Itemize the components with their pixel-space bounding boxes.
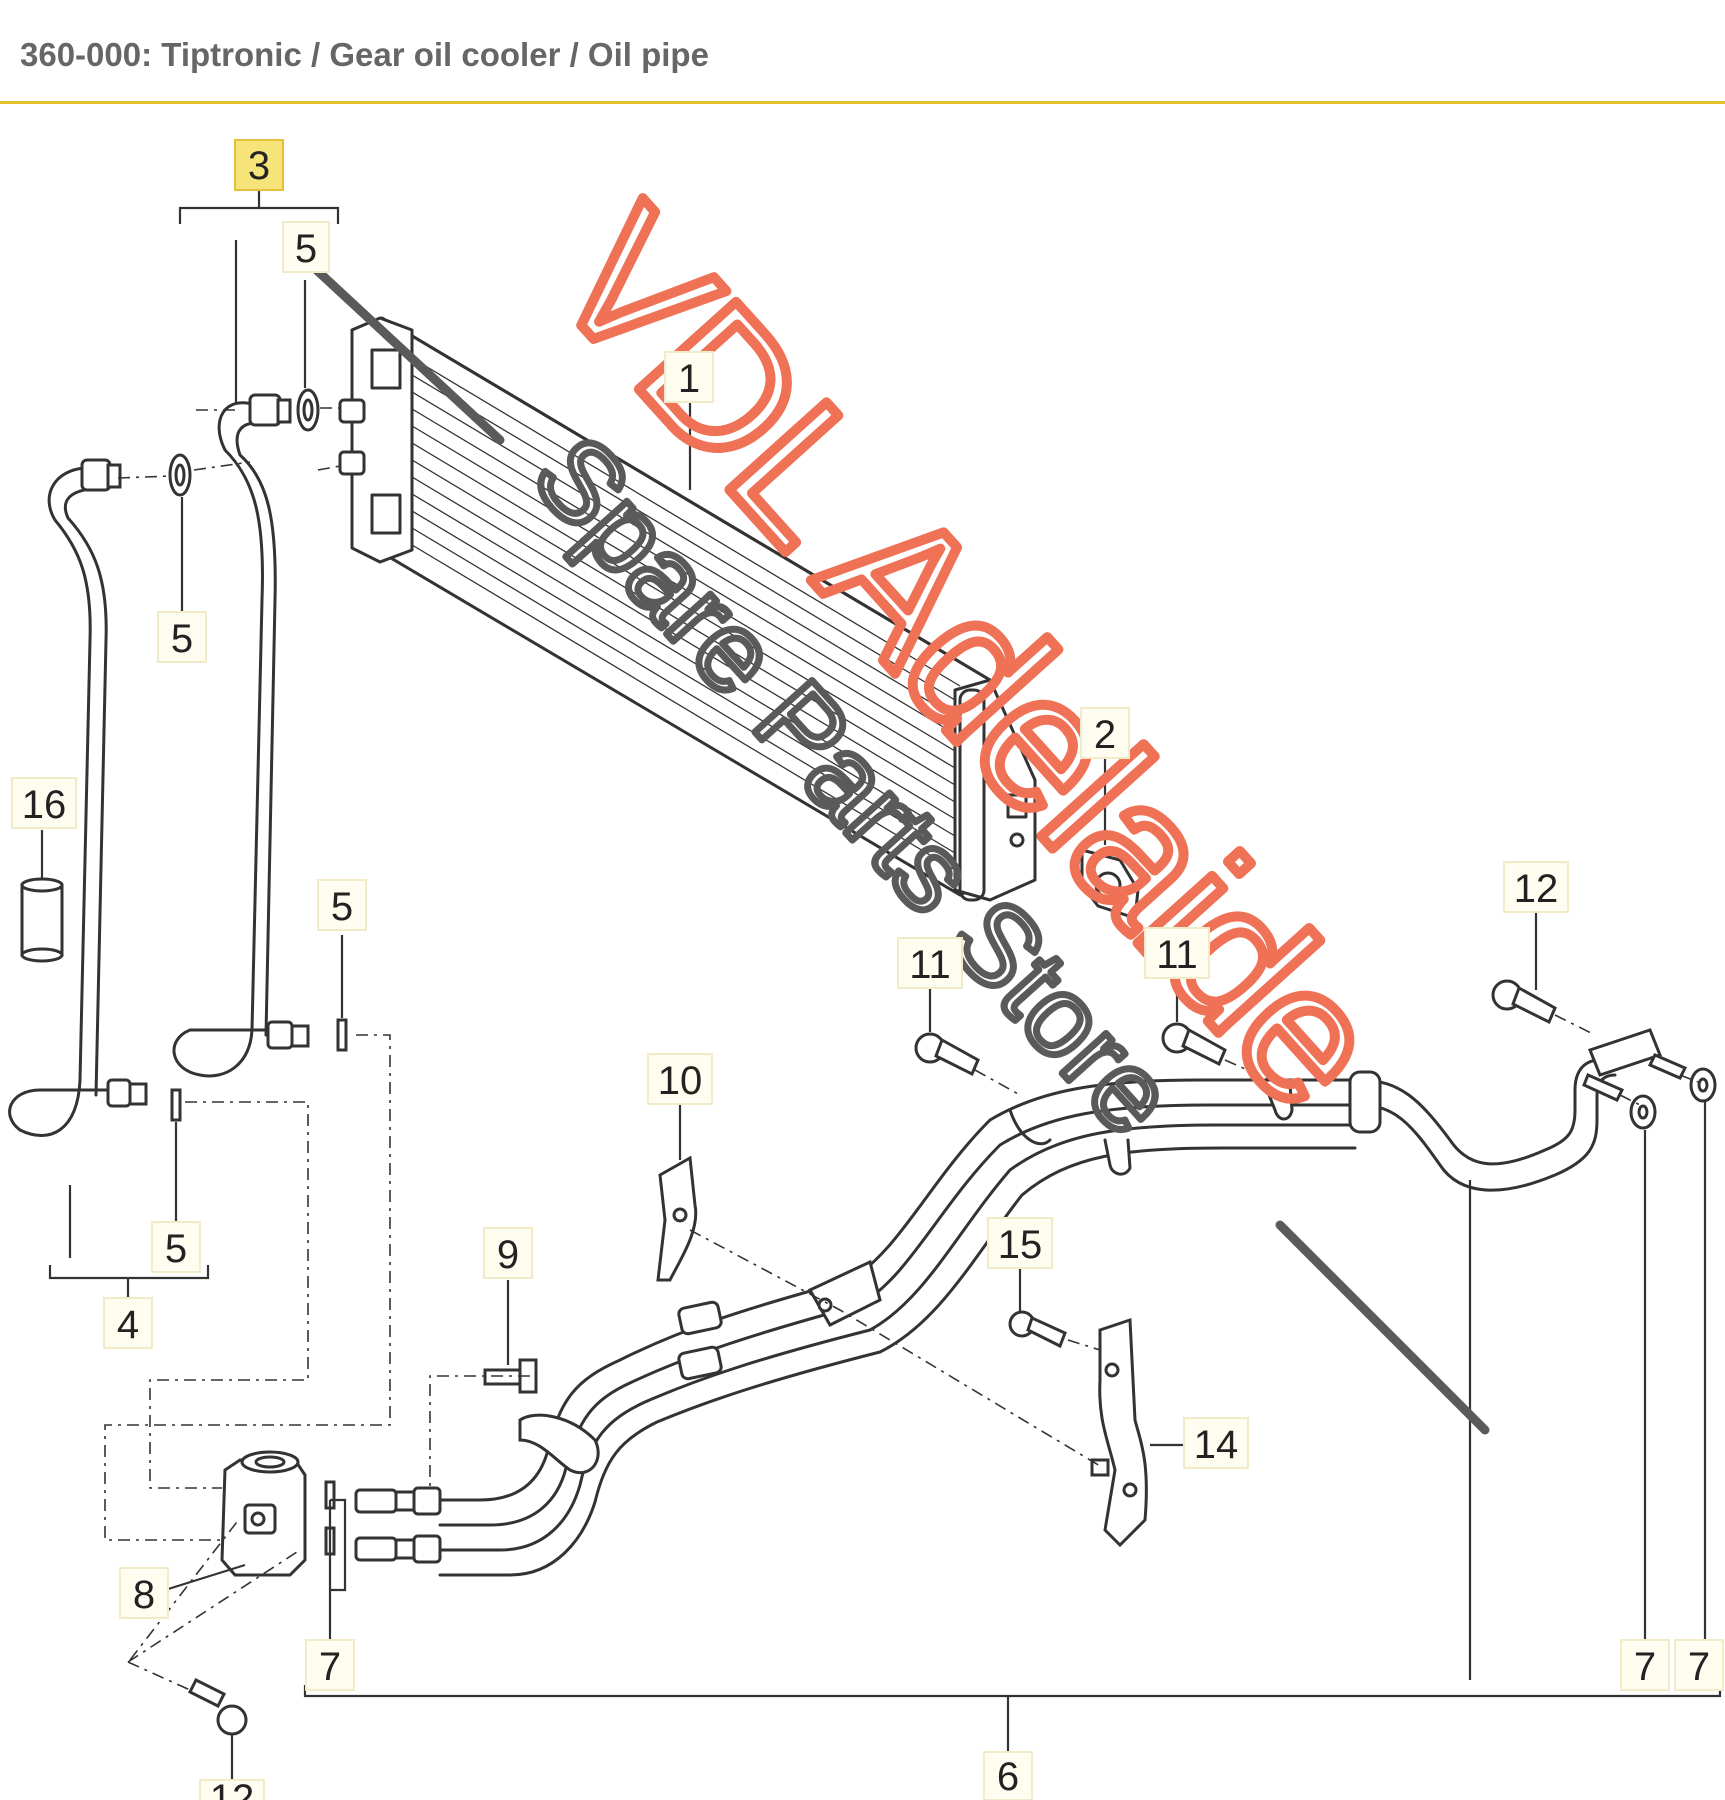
callout-5-low[interactable]: 5 (165, 1227, 187, 1271)
callout-8[interactable]: 8 (133, 1573, 155, 1617)
callout-7-left[interactable]: 7 (319, 1645, 341, 1689)
oil-pipe-lower (354, 1028, 1662, 1577)
callout-5-top[interactable]: 5 (295, 227, 317, 271)
callout-1[interactable]: 1 (678, 357, 700, 401)
union-block (220, 1450, 307, 1577)
callout-7-right[interactable]: 7 (1688, 1645, 1710, 1689)
callout-14[interactable]: 14 (1194, 1423, 1239, 1467)
bracket-10 (656, 1155, 698, 1282)
callout-5-mid[interactable]: 5 (331, 885, 353, 929)
callout-16[interactable]: 16 (22, 783, 67, 827)
callout-4[interactable]: 4 (117, 1303, 139, 1347)
callout-11-right[interactable]: 11 (1156, 933, 1198, 977)
callout-6[interactable]: 6 (997, 1755, 1019, 1799)
callout-2[interactable]: 2 (1094, 713, 1116, 757)
callout-9[interactable]: 9 (497, 1233, 519, 1277)
sleeve (20, 877, 64, 963)
callout-labels: 3 5 1 5 16 5 2 12 11 11 10 5 4 9 15 14 8 (11, 139, 1724, 1800)
page-title: 360-000: Tiptronic / Gear oil cooler / O… (20, 36, 709, 73)
oil-cooler (338, 316, 1037, 902)
dashed-lines (104, 407, 1699, 1691)
seal-rings (168, 388, 348, 1556)
callout-3-box (234, 139, 284, 191)
callout-3[interactable]: 3 (248, 144, 270, 188)
callout-15[interactable]: 15 (998, 1223, 1043, 1267)
bolts (187, 979, 1717, 1736)
callout-7-mid[interactable]: 7 (1634, 1645, 1656, 1689)
callout-5-ring[interactable]: 5 (171, 617, 193, 661)
clip-nut (1080, 848, 1140, 920)
watermark: VDL Adelaide Spare Parts Store (290, 166, 1490, 1435)
callout-10[interactable]: 10 (658, 1059, 703, 1103)
callout-12-bottom[interactable]: 12 (210, 1777, 255, 1800)
page-header: 360-000: Tiptronic / Gear oil cooler / O… (0, 0, 1725, 104)
callout-11-left[interactable]: 11 (909, 943, 951, 987)
oil-pipe-upper (8, 393, 310, 1137)
bracket-14 (1098, 1317, 1148, 1548)
callout-12-top[interactable]: 12 (1514, 867, 1559, 911)
exploded-parts-diagram: VDL Adelaide Spare Parts Store 3 5 1 5 1… (8, 139, 1724, 1800)
